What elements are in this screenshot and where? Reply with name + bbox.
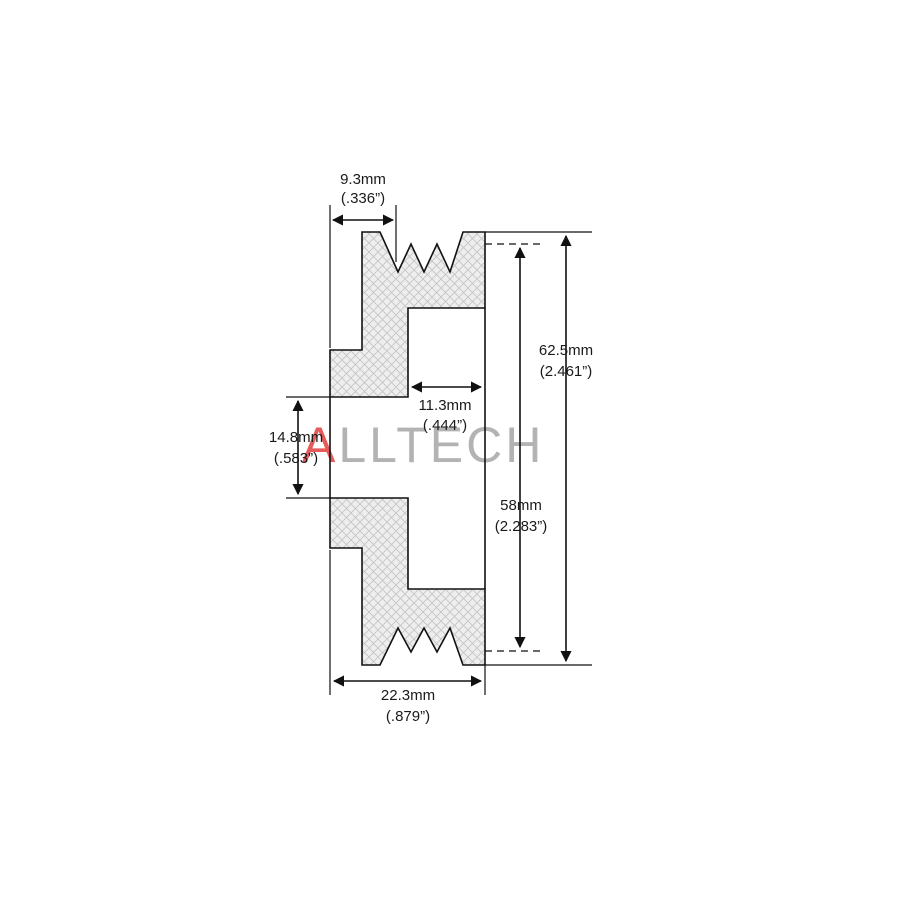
outer-diameter-inch: (2.461”)	[540, 363, 593, 380]
watermark-rest-text: LLTECH	[338, 417, 544, 473]
hub-depth-mm: 11.3mm	[418, 397, 471, 414]
groove-pitch-inch: (.336”)	[341, 190, 385, 207]
overall-width-inch: (.879”)	[386, 708, 430, 725]
bore-diameter-mm: 14.8mm	[269, 429, 323, 446]
watermark: ALLTECH	[302, 417, 544, 473]
dimension-labels: 9.3mm (.336”) 62.5mm (2.461”) 11.3mm (.4…	[269, 171, 593, 725]
effective-diameter-inch: (2.283”)	[495, 518, 548, 535]
hub-depth-inch: (.444”)	[423, 417, 467, 434]
groove-pitch-mm: 9.3mm	[340, 171, 386, 188]
pulley-section-top	[329, 231, 486, 398]
watermark-logo: ALLTECH	[302, 417, 544, 473]
dimension-arrows	[292, 214, 572, 687]
extension-lines	[286, 205, 592, 695]
effective-diameter-mm: 58mm	[500, 497, 542, 514]
bore-diameter-inch: (.583”)	[274, 450, 318, 467]
pulley-section-bottom	[329, 497, 486, 666]
outer-diameter-mm: 62.5mm	[539, 342, 593, 359]
overall-width-mm: 22.3mm	[381, 687, 435, 704]
